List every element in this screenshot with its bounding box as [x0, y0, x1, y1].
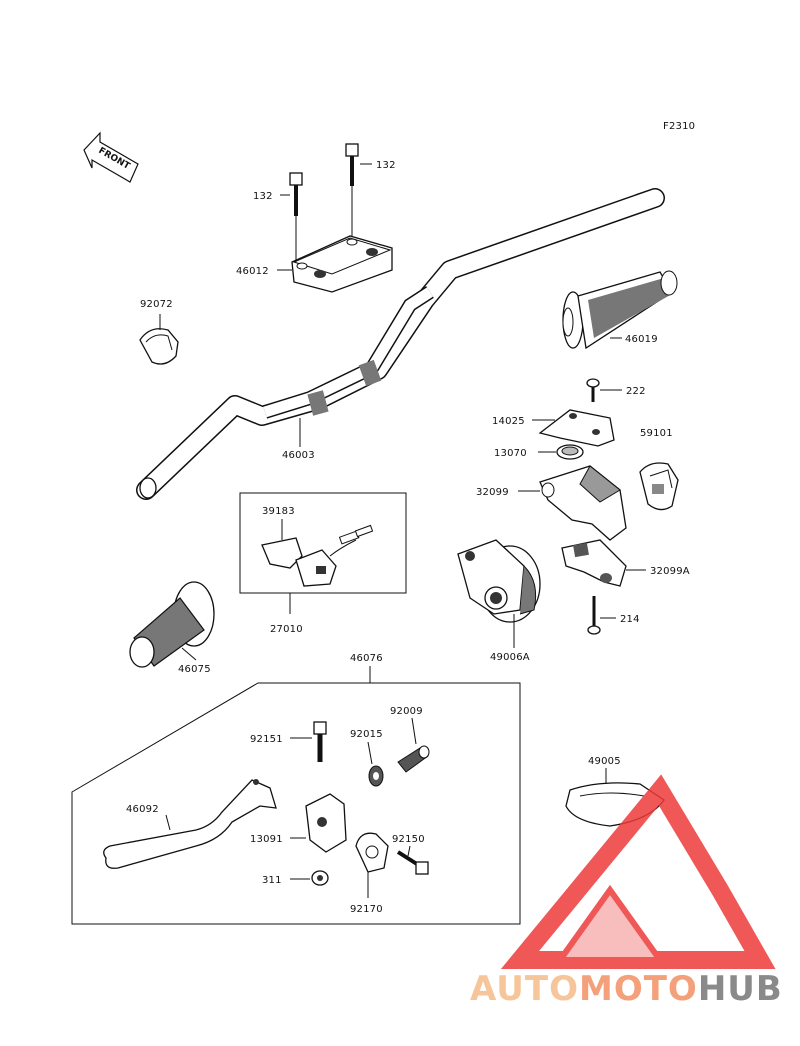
- throttle-49006A: [457, 539, 541, 623]
- nut-92015: [368, 765, 384, 787]
- label-132-left: 132: [253, 191, 273, 202]
- grip-46019: [562, 270, 678, 350]
- adjuster-92009: [397, 745, 430, 773]
- label-27010: 27010: [270, 624, 303, 635]
- label-46075: 46075: [178, 664, 211, 675]
- label-13091: 13091: [250, 834, 283, 845]
- watermark-auto: AUTO: [470, 969, 579, 1009]
- label-92072: 92072: [140, 299, 173, 310]
- label-92170: 92170: [350, 904, 383, 915]
- label-59101: 59101: [640, 428, 673, 439]
- watermark-logo: [500, 774, 776, 969]
- label-46012: 46012: [236, 266, 269, 277]
- label-49005: 49005: [588, 756, 621, 767]
- figure-code: F2310: [663, 121, 695, 132]
- label-46003: 46003: [282, 450, 315, 461]
- grip-46075: [129, 581, 215, 668]
- plate-14025: [538, 409, 615, 447]
- switch-39183: [261, 524, 374, 587]
- case-32099A: [561, 539, 627, 587]
- watermark-hub: HUB: [698, 969, 783, 1009]
- clamp-92170: [355, 832, 389, 873]
- label-92151: 92151: [250, 734, 283, 745]
- label-214: 214: [620, 614, 640, 625]
- switch-assy-box: [239, 492, 407, 594]
- label-92009: 92009: [390, 706, 423, 717]
- nut-311: [311, 870, 329, 886]
- bolt-132-left: [289, 172, 303, 262]
- lever-46092: [103, 779, 277, 869]
- bolt-92150: [396, 850, 429, 875]
- label-132-right: 132: [376, 160, 396, 171]
- label-92150: 92150: [392, 834, 425, 845]
- ring-13070: [556, 444, 584, 460]
- label-311: 311: [262, 875, 282, 886]
- label-46076: 46076: [350, 653, 383, 664]
- label-14025: 14025: [492, 416, 525, 427]
- bolt-132-right: [345, 143, 359, 236]
- label-39183: 39183: [262, 506, 295, 517]
- handlebar: [136, 188, 665, 500]
- watermark-text: AUTOMOTOHUB: [470, 969, 783, 1009]
- bolt-92151: [313, 721, 327, 762]
- part-59101: [639, 462, 679, 511]
- clamp-92072: [139, 314, 179, 365]
- label-92015: 92015: [350, 729, 383, 740]
- label-46019: 46019: [625, 334, 658, 345]
- holder-13091: [305, 793, 347, 853]
- label-13070: 13070: [494, 448, 527, 459]
- screw-214: [587, 596, 601, 635]
- lever-assy-box: [71, 682, 521, 925]
- screw-222: [586, 378, 600, 402]
- handlebar-holder: [291, 235, 393, 293]
- label-46092: 46092: [126, 804, 159, 815]
- label-222: 222: [626, 386, 646, 397]
- label-49006A: 49006A: [490, 652, 530, 663]
- watermark-moto: MOTO: [579, 969, 698, 1009]
- front-arrow-icon: FRONT: [83, 131, 139, 183]
- label-32099: 32099: [476, 487, 509, 498]
- case-32099: [539, 465, 627, 541]
- label-32099A: 32099A: [650, 566, 690, 577]
